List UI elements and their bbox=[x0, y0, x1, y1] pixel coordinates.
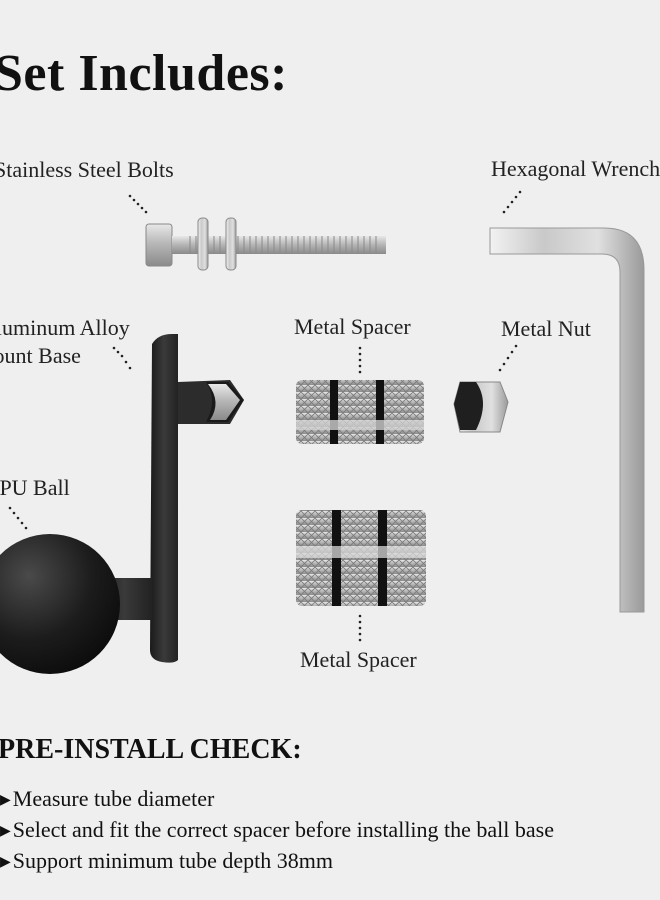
label-wrench: Hexagonal Wrench bbox=[491, 156, 660, 181]
label-bolts: Stainless Steel Bolts bbox=[0, 157, 174, 182]
label-base-line2: Mount Base bbox=[0, 343, 81, 368]
label-spacer-bottom: Metal Spacer bbox=[300, 647, 417, 672]
hex-wrench-illustration bbox=[489, 227, 645, 613]
list-item: ▶Support minimum tube depth 38mm bbox=[0, 846, 554, 877]
leader-dots bbox=[8, 190, 522, 642]
list-item-text: Support minimum tube depth 38mm bbox=[12, 848, 333, 873]
bullet-arrow-icon: ▶ bbox=[0, 824, 11, 839]
label-spacer-top: Metal Spacer bbox=[294, 314, 411, 339]
pre-install-title: PRE-INSTALL CHECK: bbox=[0, 734, 302, 765]
metal-spacer-bottom-illustration bbox=[296, 510, 426, 606]
bullet-arrow-icon: ▶ bbox=[0, 855, 11, 870]
list-item: ▶Select and fit the correct spacer befor… bbox=[0, 815, 554, 846]
list-item: ▶Measure tube diameter bbox=[0, 784, 554, 815]
section-title: Set Includes: bbox=[0, 45, 288, 102]
pre-install-list: ▶Measure tube diameter ▶Select and fit t… bbox=[0, 784, 554, 877]
bolt-illustration bbox=[145, 217, 386, 271]
list-item-text: Measure tube diameter bbox=[12, 786, 215, 811]
label-base-line1: Aluminum Alloy bbox=[0, 315, 130, 340]
metal-nut-illustration bbox=[453, 381, 509, 433]
label-nut: Metal Nut bbox=[501, 316, 591, 341]
label-ball: TPU Ball bbox=[0, 475, 70, 500]
list-item-text: Select and fit the correct spacer before… bbox=[12, 817, 554, 842]
metal-spacer-top-illustration bbox=[296, 380, 424, 444]
bullet-arrow-icon: ▶ bbox=[0, 793, 11, 808]
mount-base-illustration bbox=[96, 334, 244, 663]
tpu-ball-illustration bbox=[0, 534, 120, 674]
